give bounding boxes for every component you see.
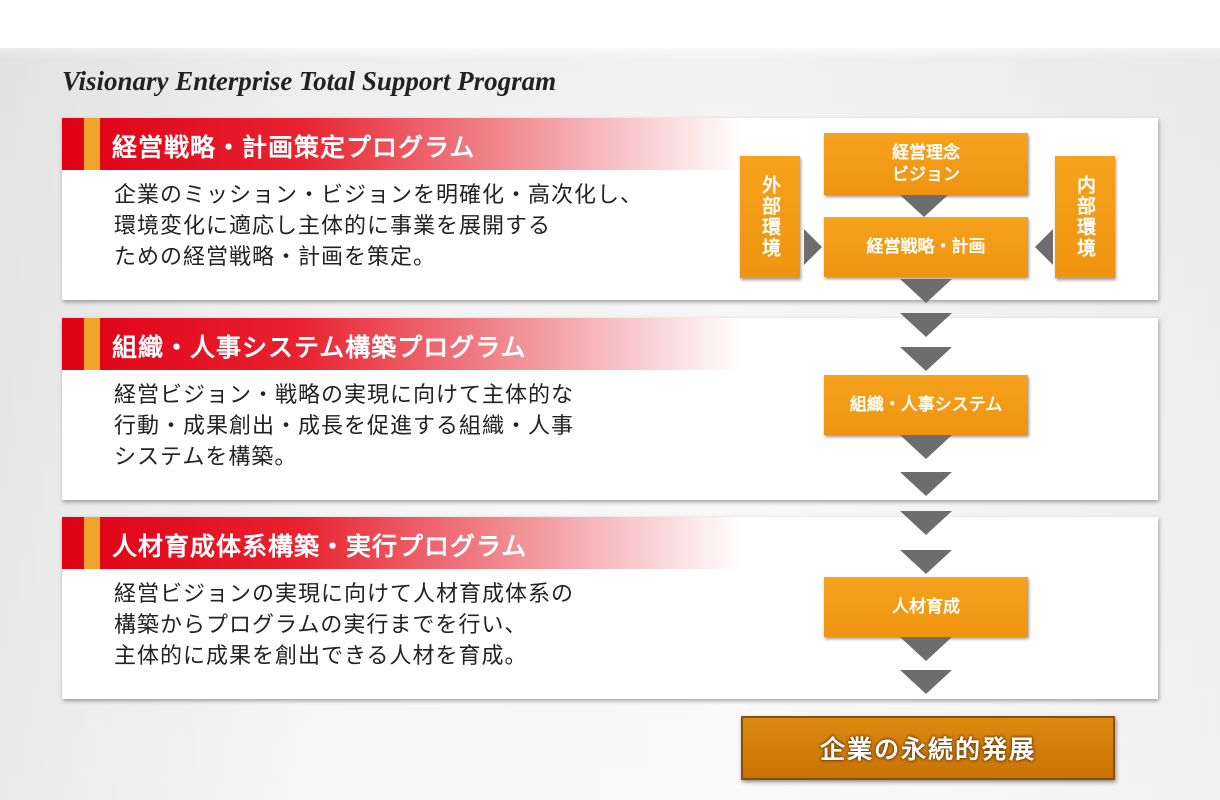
external-environment-box: 外部環境 [740,156,800,278]
down-arrow-icon [900,670,952,694]
org-hr-system-box: 組織・人事システム [824,375,1028,435]
program-description: 経営ビジョンの実現に向けて人材育成体系の 構築からプログラムの実行までを行い、 … [114,579,674,672]
hr-development-box: 人材育成 [824,577,1028,637]
description-line: 経営ビジョンの実現に向けて人材育成体系の [114,582,575,607]
description-line: システムを構築。 [114,445,298,470]
program-heading: 人材育成体系構築・実行プログラム [112,532,528,561]
description-line: 行動・成果創出・成長を促進する組織・人事 [114,414,575,439]
header-stripe [84,118,100,170]
panel-header: 人材育成体系構築・実行プログラム [62,517,742,569]
description-line: 構築からプログラムの実行までを行い、 [114,613,528,638]
internal-environment-box: 内部環境 [1055,156,1115,278]
description-line: 主体的に成果を創出できる人材を育成。 [114,644,528,669]
sustainable-growth-box: 企業の永続的発展 [741,716,1115,780]
program-description: 経営ビジョン・戦略の実現に向けて主体的な 行動・成果創出・成長を促進する組織・人… [114,380,674,473]
down-arrow-icon [900,637,952,661]
program-description: 企業のミッション・ビジョンを明確化・高次化し、 環境変化に適応し主体的に事業を展… [114,180,674,273]
description-line: ための経営戦略・計画を策定。 [114,245,437,270]
header-stripe [84,318,100,370]
down-arrow-icon [900,435,952,459]
page-title: Visionary Enterprise Total Support Progr… [62,66,557,96]
program-heading: 経営戦略・計画策定プログラム [112,133,476,162]
program-heading: 組織・人事システム構築プログラム [112,333,527,362]
left-arrow-icon [1035,229,1053,265]
down-arrow-icon [900,550,952,574]
header-stripe [84,517,100,569]
down-arrow-icon [900,313,952,337]
description-line: 環境変化に適応し主体的に事業を展開する [114,214,552,239]
right-arrow-icon [804,229,822,265]
down-arrow-icon [900,511,952,535]
description-line: 経営ビジョン・戦略の実現に向けて主体的な [114,383,575,408]
vision-label: ビジョン [892,165,960,185]
down-arrow-icon [900,347,952,371]
panel-header: 経営戦略・計画策定プログラム [62,118,742,170]
strategy-plan-box: 経営戦略・計画 [824,217,1028,277]
panel-header: 組織・人事システム構築プログラム [62,318,742,370]
down-arrow-icon [900,279,952,303]
down-arrow-icon [900,195,948,217]
description-line: 企業のミッション・ビジョンを明確化・高次化し、 [114,183,644,208]
philosophy-vision-box: 経営理念 ビジョン [824,133,1028,195]
philosophy-label: 経営理念 [892,143,960,163]
down-arrow-icon [900,472,952,496]
